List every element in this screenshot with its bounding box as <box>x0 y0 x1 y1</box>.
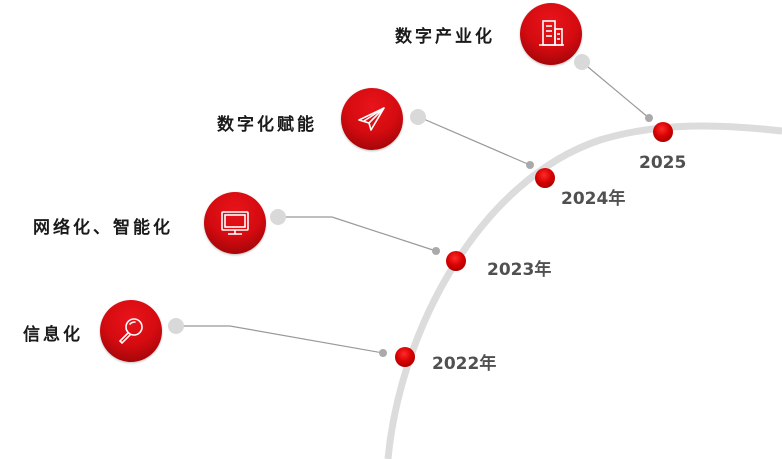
connector-2022 <box>176 325 384 354</box>
timeline-node-2024 <box>535 168 555 188</box>
stage-icon-circle <box>520 3 582 65</box>
stage-icon-circle <box>204 192 266 254</box>
connector-2024 <box>418 116 531 166</box>
year-label-2025: 2025 <box>639 153 687 173</box>
timeline-node-2022 <box>395 347 415 367</box>
timeline-node-2025 <box>653 122 673 142</box>
magnifier-icon <box>118 318 143 345</box>
year-label-2024: 2024年 <box>561 189 626 209</box>
building-icon <box>539 20 564 46</box>
stage-label-digital-industrialization: 数字产业化 <box>395 27 495 47</box>
connector-knob <box>574 54 590 70</box>
stage-icon-circle <box>341 88 403 150</box>
connector-knob <box>168 318 184 334</box>
stage-label-networking-intelligence: 网络化、智能化 <box>33 218 173 238</box>
stage-icon-circle <box>100 300 162 362</box>
paper-plane-icon <box>358 107 385 131</box>
connector-2023 <box>279 216 437 252</box>
year-label-2022: 2022年 <box>432 354 497 374</box>
stage-label-informatization: 信息化 <box>23 325 83 345</box>
connector-knob <box>270 209 286 225</box>
timeline-node-2023 <box>446 251 466 271</box>
monitor-icon <box>221 211 249 235</box>
stage-label-digital-empowerment: 数字化赋能 <box>217 115 317 135</box>
connector-knob <box>410 109 426 125</box>
timeline-arc <box>384 122 782 459</box>
year-label-2023: 2023年 <box>487 260 552 280</box>
connector-2025 <box>581 61 650 119</box>
